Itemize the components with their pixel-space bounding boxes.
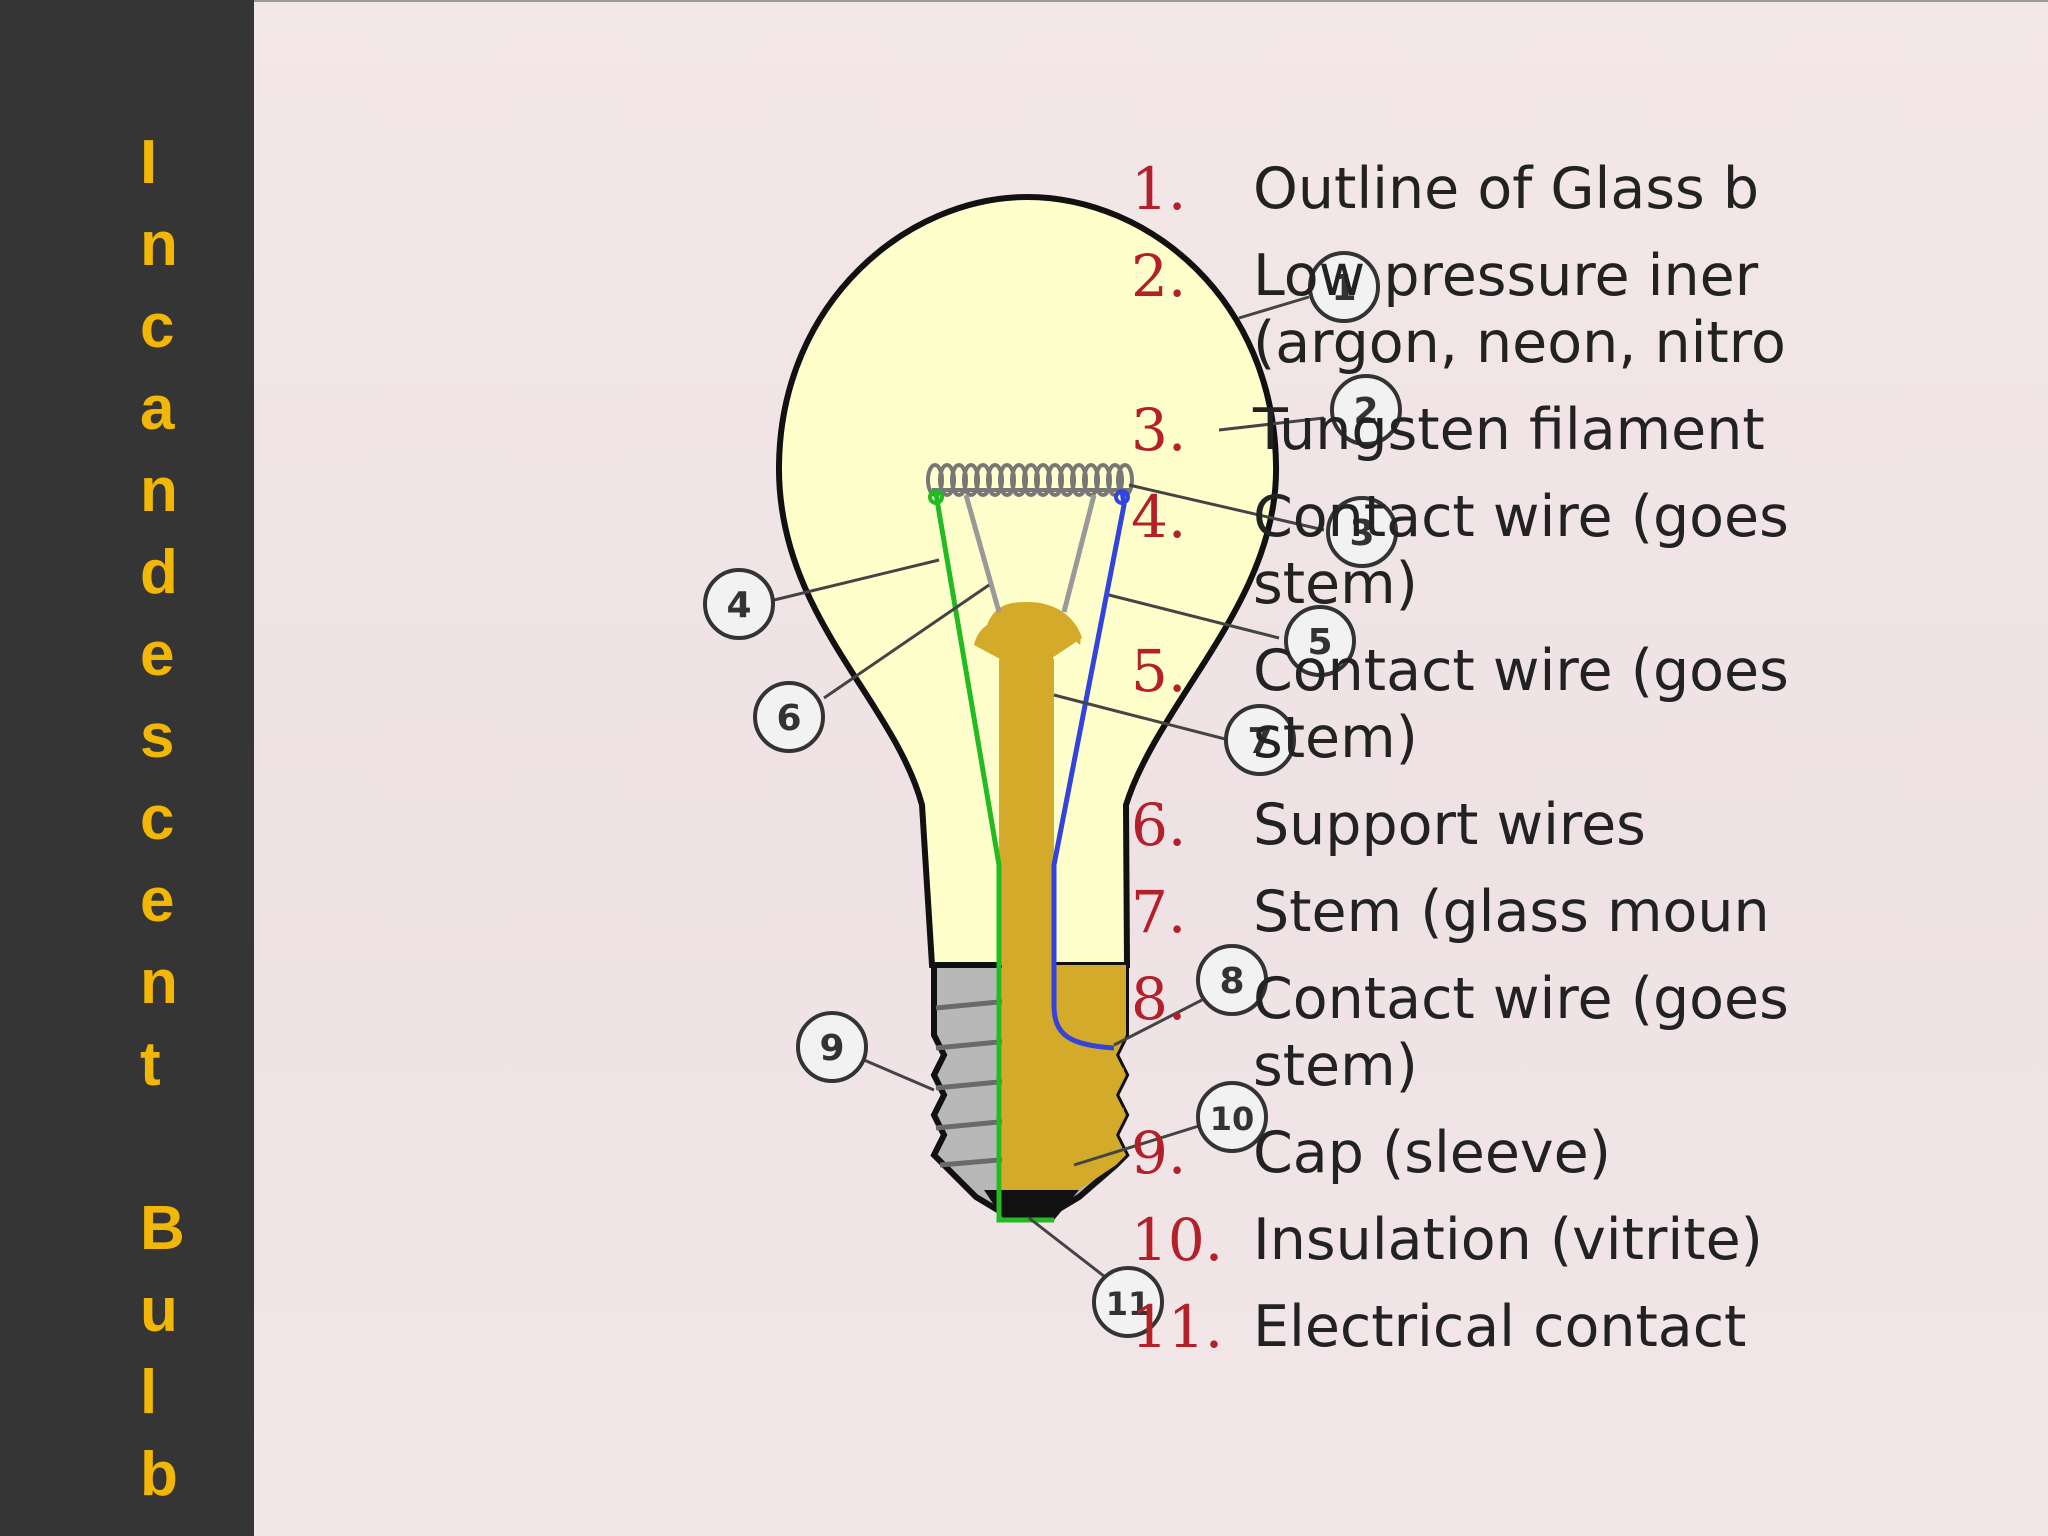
title-letter: e xyxy=(140,866,175,935)
title-letter: s xyxy=(140,702,175,771)
bulb-diagram: 1 2 3 4 5 6 7 8 xyxy=(703,193,1402,1338)
stem-top xyxy=(974,602,1082,965)
legend-number: 3. xyxy=(1131,396,1187,464)
callout-number: 1 xyxy=(1331,268,1356,309)
parts-legend: 1. Outline of Glass b 2. Low pressure in… xyxy=(1131,156,1831,1381)
callout-8: 8 xyxy=(1196,944,1268,1016)
callout-5: 5 xyxy=(1284,605,1356,677)
legend-text: Cap (sleeve) xyxy=(1253,1120,1611,1186)
sidebar: I n c a n d e s c e n t B u l b xyxy=(0,0,254,1536)
legend-number: 1. xyxy=(1131,155,1187,223)
legend-text: Stem (glass moun xyxy=(1253,879,1770,945)
insulation xyxy=(1002,965,1126,1190)
callout-number: 9 xyxy=(819,1028,844,1069)
vertical-title: I n c a n d e s c e n t B u l b xyxy=(140,122,185,1516)
legend-text: Support wires xyxy=(1253,792,1646,858)
callout-number: 8 xyxy=(1219,961,1244,1002)
title-letter: c xyxy=(140,784,175,853)
legend-number: 9. xyxy=(1131,1119,1187,1187)
legend-item: 5. Contact wire (goes stem) xyxy=(1131,638,1831,772)
title-letter: n xyxy=(140,948,178,1017)
contact-wire-right xyxy=(1051,489,1127,1051)
legend-item: 4. Contact wire (goes stem) xyxy=(1131,484,1831,618)
legend-text: Contact wire (goes stem) xyxy=(1253,966,1789,1099)
electrical-contact xyxy=(984,1190,1079,1220)
leader-lines xyxy=(773,295,1325,1282)
title-letter: l xyxy=(140,1358,158,1427)
callout-number: 7 xyxy=(1247,721,1272,762)
callout-1: 1 xyxy=(1308,251,1380,323)
legend-item: 6. Support wires xyxy=(1131,792,1831,859)
support-wires xyxy=(963,494,1097,613)
legend-text: Outline of Glass b xyxy=(1253,156,1760,222)
legend-number: 5. xyxy=(1131,637,1187,705)
callout-number: 6 xyxy=(776,698,801,739)
title-letter: I xyxy=(140,128,158,197)
legend-number: 8. xyxy=(1131,965,1187,1033)
legend-item: 1. Outline of Glass b xyxy=(1131,156,1831,223)
callout-number: 3 xyxy=(1349,513,1374,554)
title-letter: e xyxy=(140,620,175,689)
legend-text: Contact wire (goes stem) xyxy=(1253,484,1789,617)
title-letter: t xyxy=(140,1030,161,1099)
title-letter: b xyxy=(140,1440,178,1509)
legend-item: 9. Cap (sleeve) xyxy=(1131,1120,1831,1187)
callout-3: 3 xyxy=(1326,496,1398,568)
legend-number: 10. xyxy=(1131,1206,1224,1274)
callout-2: 2 xyxy=(1330,374,1402,446)
tungsten-filament xyxy=(926,463,1134,497)
legend-item: 7. Stem (glass moun xyxy=(1131,879,1831,946)
legend-text: Insulation (vitrite) xyxy=(1253,1207,1763,1273)
legend-text: Electrical contact xyxy=(1253,1294,1747,1360)
legend-item: 3. Tungsten filament xyxy=(1131,397,1831,464)
callout-10: 10 xyxy=(1196,1081,1268,1153)
callout-11: 11 xyxy=(1092,1266,1164,1338)
callout-number: 2 xyxy=(1353,391,1378,432)
callout-number: 10 xyxy=(1210,1100,1255,1138)
callout-4: 4 xyxy=(703,568,775,640)
legend-number: 2. xyxy=(1131,242,1187,310)
title-letter: d xyxy=(140,538,178,607)
callout-number: 5 xyxy=(1307,622,1332,663)
legend-number: 6. xyxy=(1131,791,1187,859)
legend-item: 8. Contact wire (goes stem) xyxy=(1131,966,1831,1100)
callout-9: 9 xyxy=(796,1011,868,1083)
title-letter xyxy=(140,1106,185,1188)
title-letter: n xyxy=(140,210,178,279)
callout-7: 7 xyxy=(1224,704,1296,776)
legend-item: 11. Electrical contact xyxy=(1131,1294,1831,1361)
top-divider xyxy=(254,0,2048,2)
title-letter: B xyxy=(140,1194,185,1263)
legend-text: Contact wire (goes stem) xyxy=(1253,638,1789,771)
legend-number: 4. xyxy=(1131,483,1187,551)
callout-number: 11 xyxy=(1106,1285,1151,1323)
legend-item: 10. Insulation (vitrite) xyxy=(1131,1207,1831,1274)
title-letter: a xyxy=(140,374,175,443)
legend-item: 2. Low pressure iner (argon, neon, nitro xyxy=(1131,243,1831,377)
contact-wire-left xyxy=(933,489,1054,1223)
callout-number: 4 xyxy=(726,585,751,626)
legend-text: Tungsten filament xyxy=(1253,397,1765,463)
wire-joint xyxy=(1114,489,1130,505)
legend-number: 11. xyxy=(1131,1293,1224,1361)
callout-6: 6 xyxy=(753,681,825,753)
title-letter: c xyxy=(140,292,175,361)
title-letter: n xyxy=(140,456,178,525)
wire-joint xyxy=(928,489,944,505)
slide-content: 1 2 3 4 5 6 7 8 xyxy=(254,0,2048,1536)
title-letter: u xyxy=(140,1276,178,1345)
legend-text: Low pressure iner (argon, neon, nitro xyxy=(1253,243,1786,376)
legend-number: 7. xyxy=(1131,878,1187,946)
